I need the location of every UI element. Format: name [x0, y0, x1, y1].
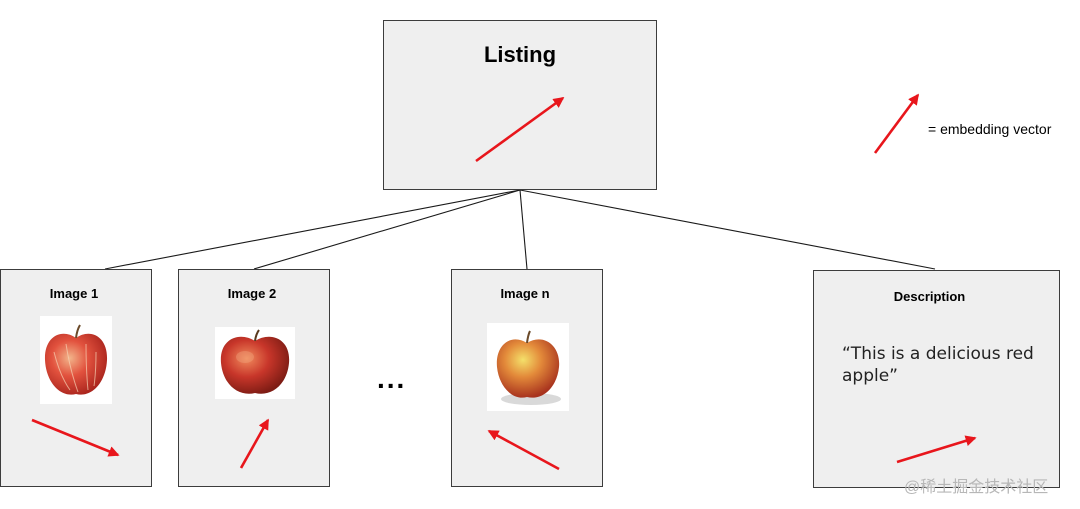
listing-box: Listing: [383, 20, 657, 190]
connector-image-2: [253, 189, 521, 270]
description-box: Description “This is a delicious red app…: [813, 270, 1060, 488]
apple-image-2: [215, 327, 295, 399]
image-n-box: Image n: [451, 269, 603, 487]
ellipsis: ...: [377, 363, 407, 394]
apple-icon: [220, 329, 290, 394]
description-arrow-icon: [896, 435, 977, 464]
listing-arrow-icon: [475, 96, 565, 163]
legend-arrow-icon: [873, 93, 920, 154]
description-text: “This is a delicious red apple”: [842, 344, 1034, 386]
image-n-arrow-icon: [487, 429, 560, 471]
apple-image-n: [487, 323, 569, 411]
image-2-box: Image 2: [178, 269, 330, 487]
connector-image-1: [104, 189, 521, 270]
apple-icon: [496, 330, 561, 405]
apple-icon: [44, 324, 108, 395]
apple-image-1: [40, 316, 112, 404]
image-n-title: Image n: [500, 286, 550, 301]
legend-label: = embedding vector: [928, 121, 1052, 137]
description-title: Description: [893, 289, 966, 304]
image-2-title: Image 2: [227, 286, 277, 301]
image-2-arrow-icon: [239, 418, 270, 469]
connector-description: [519, 189, 936, 270]
image-1-box: Image 1: [0, 269, 152, 487]
image-1-arrow-icon: [31, 418, 120, 457]
connector-image-n: [519, 189, 528, 270]
image-1-title: Image 1: [49, 286, 99, 301]
watermark: @稀土掘金技术社区: [904, 479, 1049, 496]
listing-title: Listing: [483, 42, 557, 67]
